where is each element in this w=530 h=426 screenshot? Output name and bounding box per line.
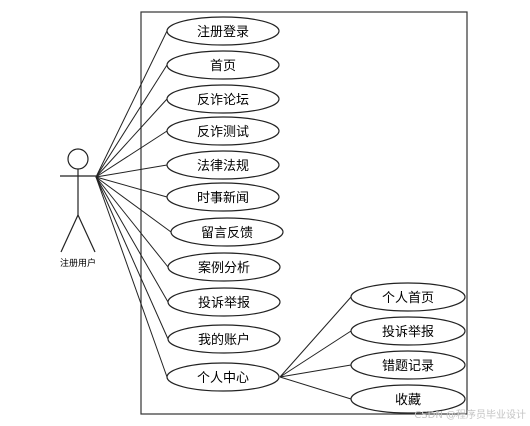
use-case-10: 我的账户 <box>167 324 281 354</box>
sub-use-case-label: 错题记录 <box>382 359 434 374</box>
use-case-label: 留言反馈 <box>201 226 253 241</box>
use-case-label: 反诈论坛 <box>197 93 249 108</box>
system-boundary <box>140 11 468 415</box>
watermark-text: CSDN @程序员毕业设计 <box>414 408 526 421</box>
use-case-11: 个人中心 <box>166 362 280 392</box>
use-case-2: 首页 <box>166 50 280 80</box>
use-case-label: 法律法规 <box>197 159 249 174</box>
use-case-1: 注册登录 <box>166 16 280 46</box>
actor-stick-figure <box>60 148 96 253</box>
use-case-7: 留言反馈 <box>170 217 284 247</box>
sub-use-case-1: 个人首页 <box>350 282 466 312</box>
use-case-label: 反诈测试 <box>197 125 249 140</box>
use-case-4: 反诈测试 <box>166 116 280 146</box>
use-case-label: 注册登录 <box>197 25 249 40</box>
use-case-label: 个人中心 <box>197 371 249 386</box>
use-case-5: 法律法规 <box>166 150 280 180</box>
use-case-label: 我的账户 <box>198 332 250 348</box>
use-case-3: 反诈论坛 <box>166 84 280 114</box>
sub-use-case-label: 个人首页 <box>382 291 434 306</box>
sub-use-case-4: 收藏 <box>350 384 466 414</box>
use-case-label: 首页 <box>210 59 236 74</box>
association-lines <box>95 30 172 378</box>
use-case-6: 时事新闻 <box>166 182 280 212</box>
sub-association-lines <box>279 296 352 400</box>
actor-label: 注册用户 <box>60 257 96 269</box>
sub-use-case-2: 投诉举报 <box>350 316 466 346</box>
sub-use-case-label: 收藏 <box>395 393 421 408</box>
use-case-label: 时事新闻 <box>197 190 249 206</box>
use-case-8: 案例分析 <box>167 252 281 282</box>
use-case-label: 投诉举报 <box>198 295 250 311</box>
use-case-label: 案例分析 <box>198 261 250 276</box>
sub-use-case-label: 投诉举报 <box>382 324 434 340</box>
use-case-9: 投诉举报 <box>167 287 281 317</box>
sub-use-case-3: 错题记录 <box>350 350 466 380</box>
